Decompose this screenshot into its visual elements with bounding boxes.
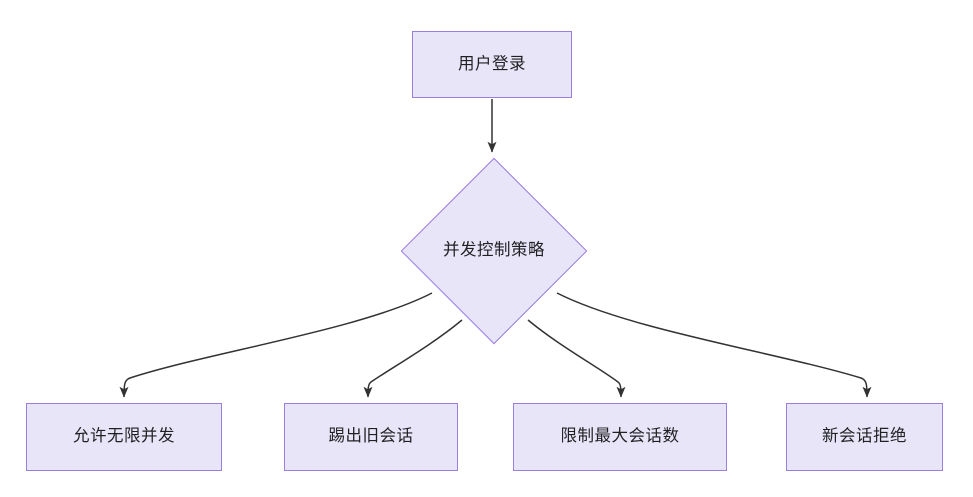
node-reject-new-session[interactable]: 新会话拒绝 xyxy=(786,403,943,471)
node-user-login-label: 用户登录 xyxy=(458,54,526,73)
edge-strategy-to-reject xyxy=(556,292,872,398)
node-limit-max-sessions-label: 限制最大会话数 xyxy=(560,427,680,446)
node-limit-max-sessions[interactable]: 限制最大会话数 xyxy=(513,403,727,471)
node-allow-unlimited-concurrency[interactable]: 允许无限并发 xyxy=(26,403,222,471)
node-allow-unlimited-concurrency-label: 允许无限并发 xyxy=(73,427,175,446)
edge-strategy-to-unlimited xyxy=(119,292,433,398)
node-concurrency-control-strategy-label: 并发控制策略 xyxy=(443,240,545,259)
node-kick-out-old-session-label: 踢出旧会话 xyxy=(328,427,414,446)
node-user-login[interactable]: 用户登录 xyxy=(412,31,572,98)
node-concurrency-control-strategy[interactable]: 并发控制策略 xyxy=(400,157,588,344)
node-kick-out-old-session[interactable]: 踢出旧会话 xyxy=(284,403,458,471)
node-reject-new-session-label: 新会话拒绝 xyxy=(822,427,907,446)
